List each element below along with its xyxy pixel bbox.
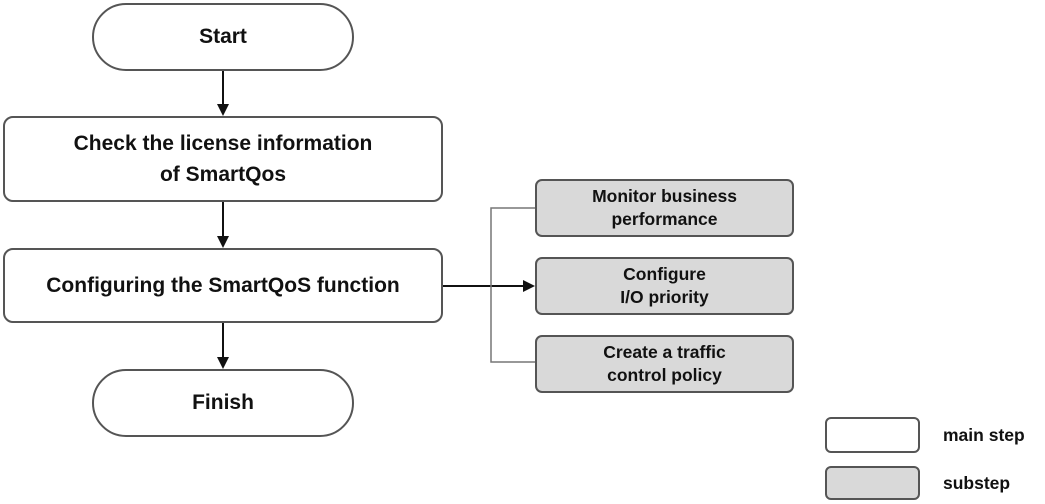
configure-smartqos-label: Configuring the SmartQoS function (46, 274, 400, 297)
check-license-node: Check the license information of SmartQo… (3, 116, 443, 202)
substep-label-line1: Create a traffic (603, 342, 726, 362)
check-license-label-line2: of SmartQos (159, 163, 287, 186)
substep-configure-io-priority: Configure I/O priority (535, 257, 794, 315)
substep-create-traffic-policy: Create a traffic control policy (535, 335, 794, 393)
configure-smartqos-node: Configuring the SmartQoS function (3, 248, 443, 323)
finish-label: Finish (192, 391, 254, 414)
substep-monitor-performance: Monitor business performance (535, 179, 794, 237)
substep-bracket (490, 207, 537, 363)
start-node: Start (92, 3, 354, 71)
start-label: Start (199, 25, 247, 48)
legend-main-label: main step (943, 425, 1025, 445)
finish-node: Finish (92, 369, 354, 437)
substep-label-line1: Monitor business (592, 186, 737, 206)
substep-label-line2: performance (611, 209, 718, 229)
legend-sub-label: substep (943, 473, 1011, 493)
substep-label-line2: control policy (607, 365, 722, 385)
substep-label-line1: Configure (623, 264, 706, 284)
legend-sub-swatch (825, 466, 920, 500)
check-license-label-line1: Check the license information (73, 132, 373, 155)
substep-label-line2: I/O priority (620, 287, 709, 307)
legend-main-swatch (825, 417, 920, 453)
